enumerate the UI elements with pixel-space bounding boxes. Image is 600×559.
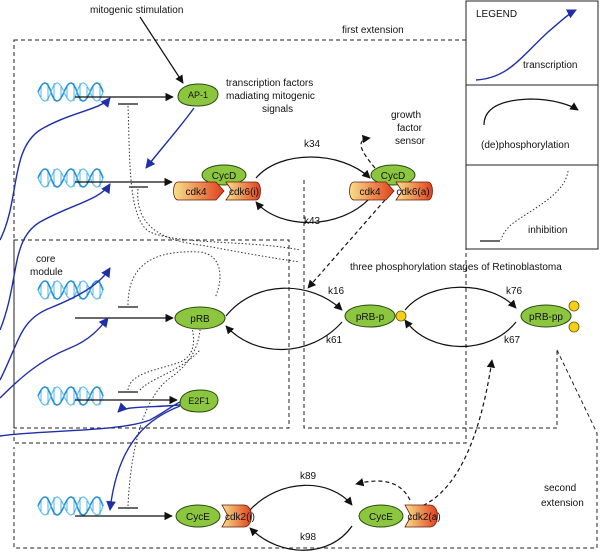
phosphorylation-stages-label: three phosphorylation stages of Retinobl… [350,262,562,273]
rate-k67: k67 [504,335,521,346]
tx-e2f1-self [117,402,187,413]
cycd-cdk4-cdk6i-complex: CycD cdk4 cdk6(i) [173,164,261,201]
cyce-cdk2a-complex: CycE cdk2(a) [358,504,441,528]
arrow-k61 [225,321,343,351]
growth-factor-label-line2: factor [397,123,423,134]
legend-frame [465,0,599,250]
dna-cycd-icon [37,168,104,188]
first-extension-label: first extension [342,25,404,36]
phosphate-icon [568,300,580,312]
dna-e2f1-icon [37,386,104,406]
legend-title: LEGEND [476,9,517,20]
core-module-label-line2: module [30,267,63,278]
second-extension-label-line2: extension [541,498,584,509]
tx-to-prb-2 [0,317,109,399]
cycd-to-k16-dashed-arrow [307,199,386,289]
dna-ap1-icon [37,82,104,102]
legend: LEGEND transcription (de)phosphorylation… [465,0,599,250]
svg-text:cdk4: cdk4 [359,187,381,198]
dna-cyce-icon [37,496,104,516]
legend-phosphorylation-label: (de)phosphorylation [481,140,569,151]
tf-label-line1: transcription factors [226,78,313,89]
tx-to-cycd [0,183,111,331]
svg-text:CycE: CycE [186,512,210,523]
tx-from-e2f1 [0,401,181,437]
phosphorylation-region [303,180,558,429]
phosphate-icon [568,321,580,333]
tx-to-prb [0,267,111,381]
svg-text:pRB-p: pRB-p [356,312,385,323]
prb-self-inhibition [127,251,221,306]
svg-text:cdk2(i): cdk2(i) [225,512,255,523]
rate-k61: k61 [326,335,343,346]
growth-factor-label-line3: sensor [395,136,426,147]
svg-text:pRB: pRB [190,314,210,325]
tx-to-ap1 [0,97,111,241]
svg-text:pRB-pp: pRB-pp [529,312,563,323]
svg-text:CycD: CycD [212,171,236,182]
cycd-cdk4-cdk6a-complex: CycD cdk4 cdk6(a) [349,164,433,201]
legend-phosphorylation-arrow [483,98,579,126]
prb-e2f1-inhibition [127,327,194,391]
arrow-k34 [255,156,371,179]
prb-cyce-inhibition [127,329,201,507]
tx-e2f1-to-cyce [106,405,181,511]
cyce-to-k67-dashed-arrow [409,359,496,511]
mitogenic-stimulation-label: mitogenic stimulation [90,5,183,16]
growth-factor-dashed-arrow [360,134,376,169]
tx-ap1-to-cycd [145,107,195,169]
svg-text:cdk6(i): cdk6(i) [229,187,259,198]
arrow-k16 [225,287,343,317]
growth-factor-label-line1: growth [391,110,421,121]
phosphate-icon [395,310,407,322]
svg-text:cdk6(a): cdk6(a) [396,187,429,198]
tf-label-line2: madiating mitogenic [226,91,315,102]
arrow-k89 [249,484,353,511]
cyce-cdk2i-complex: CycE cdk2(i) [175,504,255,528]
arrow-k43 [255,197,371,224]
second-extension-box [13,349,598,549]
rate-k89: k89 [300,471,317,482]
rate-k16: k16 [328,286,345,297]
cycd-inhibition-line [137,188,301,263]
cyce-self-dashed-arrow [355,478,411,501]
protein-prb-pp: pRB-pp [520,300,580,333]
mitogenic-arrow [139,16,184,84]
protein-ap1: AP-1 [177,83,219,107]
rate-k98: k98 [300,532,317,543]
rate-k34: k34 [304,139,321,150]
tf-label-line3: signals [262,104,293,115]
svg-text:AP-1: AP-1 [188,90,208,100]
svg-text:CycD: CycD [381,171,405,182]
protein-prb: pRB [174,306,226,330]
rate-k43: k43 [304,216,321,227]
svg-text:cdk2(a): cdk2(a) [407,512,440,523]
legend-transcription-label: transcription [523,60,577,71]
svg-text:CycE: CycE [369,512,393,523]
arrow-k76 [404,286,517,311]
rate-k76: k76 [506,286,523,297]
arrow-k98 [249,525,353,551]
legend-inhibition-label: inhibition [528,225,567,236]
protein-e2f1: E2F1 [179,389,219,413]
legend-transcription-arrow [475,9,577,81]
prb-inhibition-branch [139,349,201,391]
core-module-label-line1: core [36,254,56,265]
dna-prb-icon [37,280,104,300]
svg-text:cdk4: cdk4 [185,187,207,198]
second-extension-label-line1: second [544,483,576,494]
svg-text:E2F1: E2F1 [188,396,210,406]
protein-prb-p: pRB-p [344,304,407,328]
arrow-k67 [404,319,517,348]
